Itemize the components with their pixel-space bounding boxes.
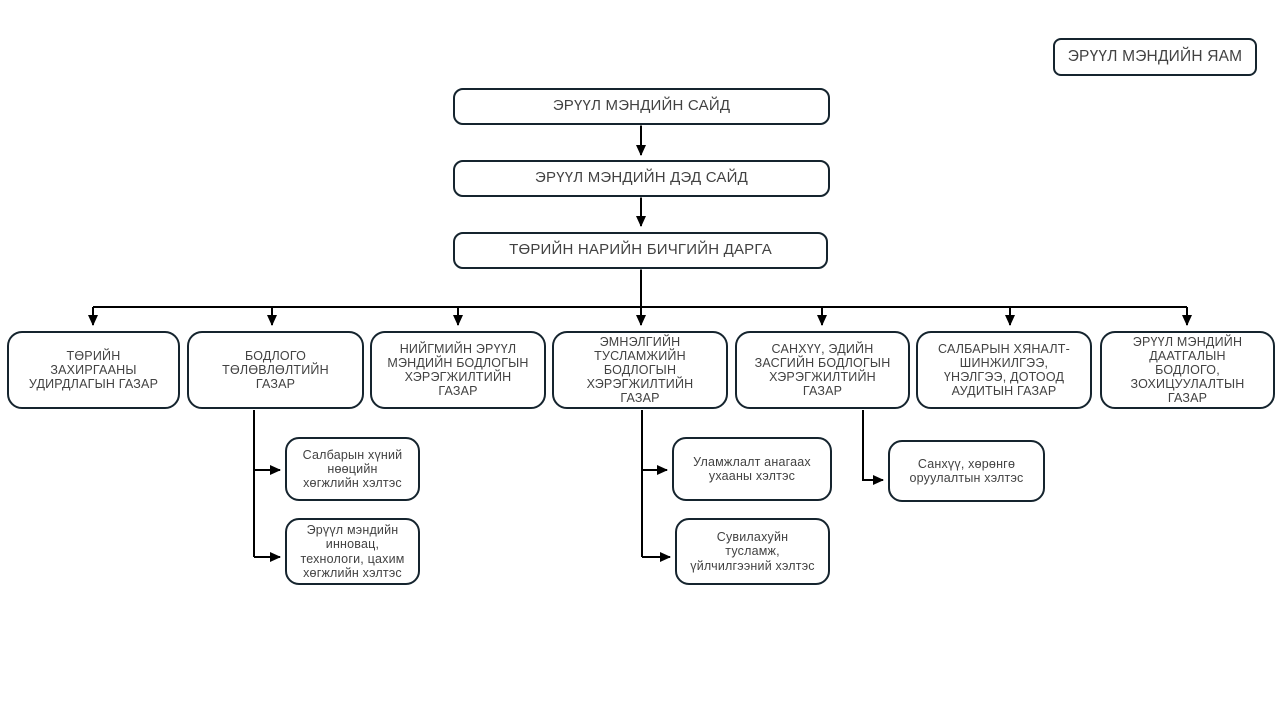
department-box-health-insurance-policy: ЭРҮҮЛ МЭНДИЙН ДААТГАЛЫН БОДЛОГО, ЗОХИЦУУ… (1100, 331, 1275, 409)
division-box-finance-investment: Санхүү, хөрөнгө оруулалтын хэлтэс (888, 440, 1045, 502)
division-box-human-resources: Салбарын хүний нөөцийн хөгжлийн хэлтэс (285, 437, 420, 501)
ministry-title-box: ЭРҮҮЛ МЭНДИЙН ЯАМ (1053, 38, 1257, 76)
department-box-policy-planning: БОДЛОГО ТӨЛӨВЛӨЛТИЙН ГАЗАР (187, 331, 364, 409)
department-box-medical-care-policy: ЭМНЭЛГИЙН ТУСЛАМЖИЙН БОДЛОГЫН ХЭРЭГЖИЛТИ… (552, 331, 728, 409)
department-box-monitoring-evaluation-audit: САЛБАРЫН ХЯНАЛТ- ШИНЖИЛГЭЭ, ҮНЭЛГЭЭ, ДОТ… (916, 331, 1092, 409)
minister-box: ЭРҮҮЛ МЭНДИЙН САЙД (453, 88, 830, 125)
deputy-minister-box: ЭРҮҮЛ МЭНДИЙН ДЭД САЙД (453, 160, 830, 197)
division-box-traditional-medicine: Уламжлалт анагаах ухааны хэлтэс (672, 437, 832, 501)
state-secretary-box: ТӨРИЙН НАРИЙН БИЧГИЙН ДАРГА (453, 232, 828, 269)
department-box-state-administration: ТӨРИЙН ЗАХИРГААНЫ УДИРДЛАГЫН ГАЗАР (7, 331, 180, 409)
department-box-public-health-policy: НИЙГМИЙН ЭРҮҮЛ МЭНДИЙН БОДЛОГЫН ХЭРЭГЖИЛ… (370, 331, 546, 409)
division-box-nursing-care: Сувилахуйн тусламж, үйлчилгээний хэлтэс (675, 518, 830, 585)
department-box-finance-economic-policy: САНХҮҮ, ЭДИЙН ЗАСГИЙН БОДЛОГЫН ХЭРЭГЖИЛТ… (735, 331, 910, 409)
division-box-innovation-technology: Эрүүл мэндийн инновац, технологи, цахим … (285, 518, 420, 585)
